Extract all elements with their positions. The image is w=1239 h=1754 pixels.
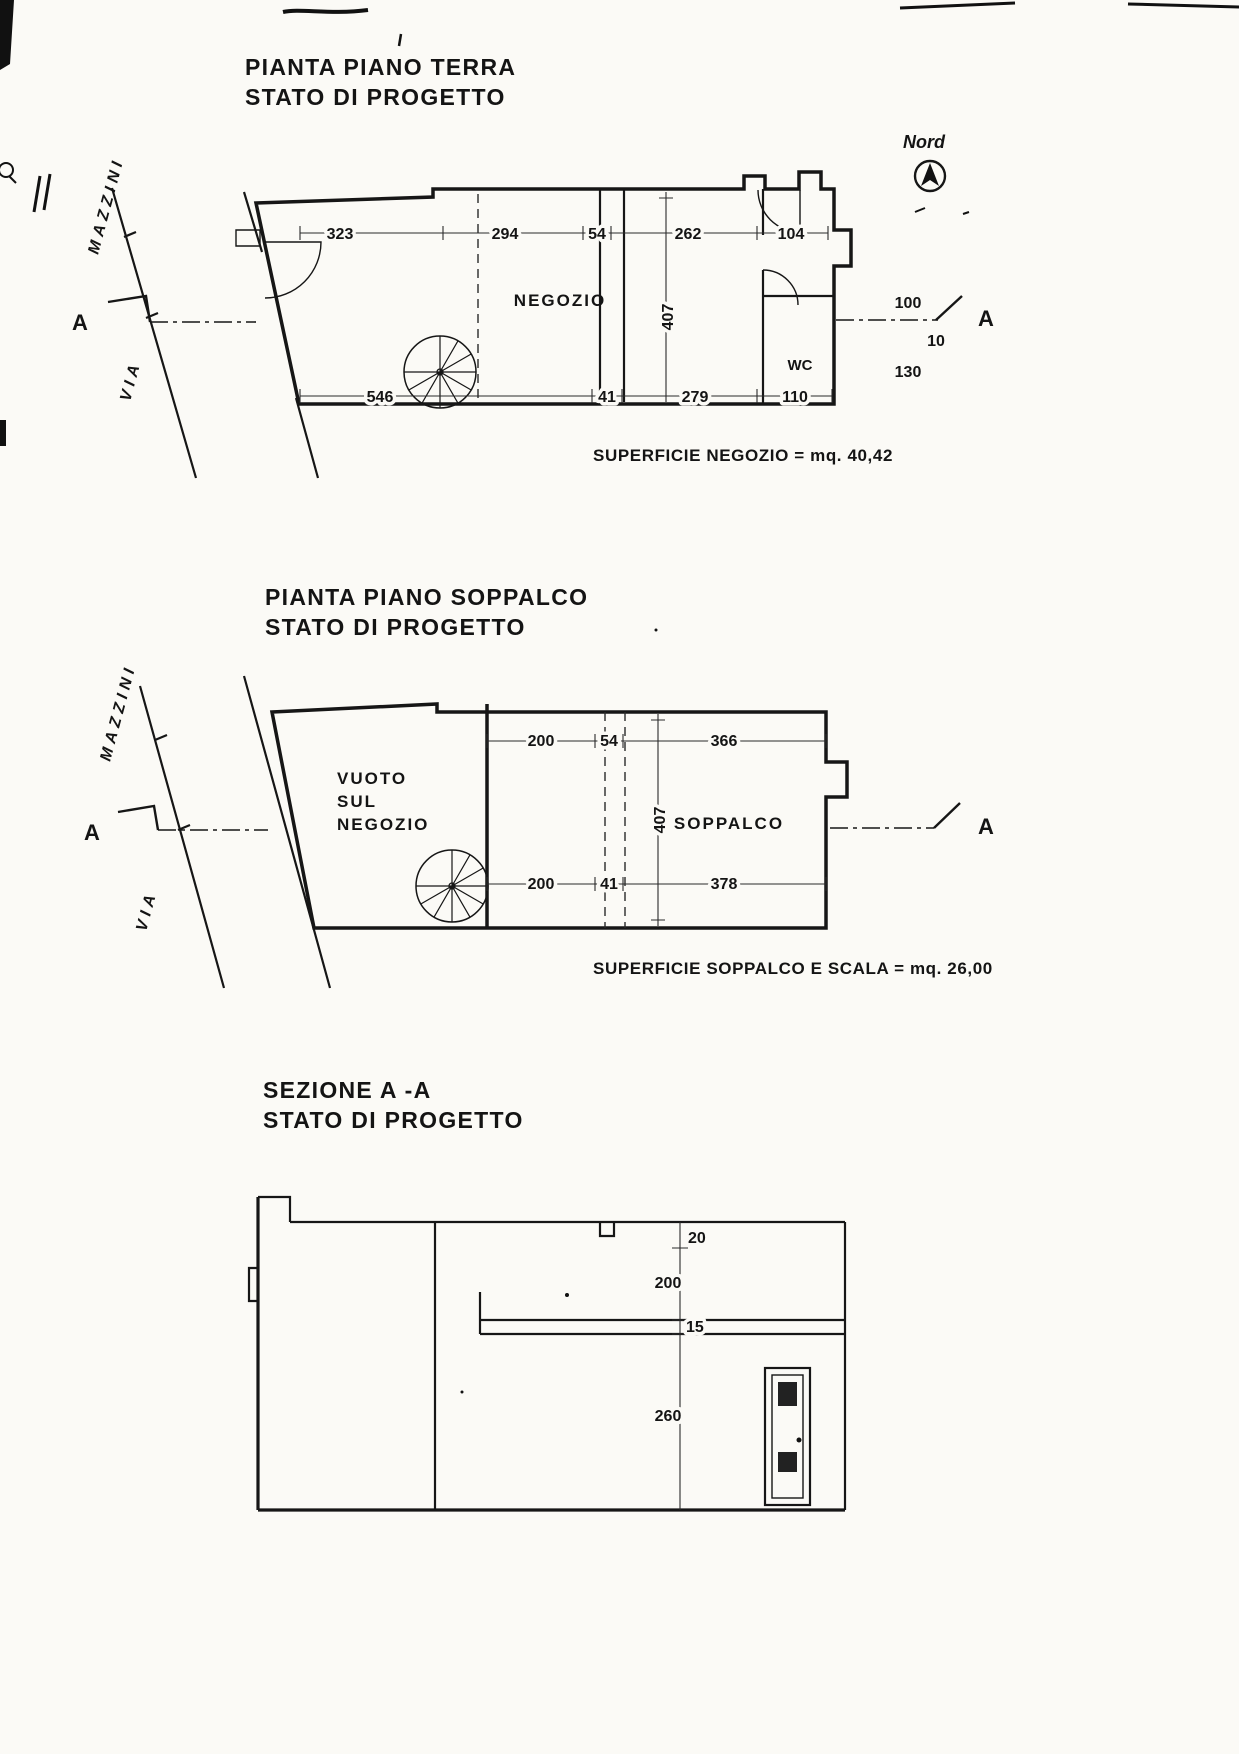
terra-section-line: A A [72, 294, 994, 335]
street-ticks [123, 230, 159, 320]
dim-label: 279 [682, 389, 709, 406]
scan-speck [32, 173, 52, 213]
street-via-label: VIA [117, 358, 144, 403]
dim-label: 100 [895, 295, 922, 312]
dim-label: 200 [655, 1275, 682, 1292]
soppalco-dimensions: 200 54 366 200 41 378 407 [524, 730, 741, 897]
sezione-dimension-lines [672, 1222, 688, 1510]
dim-label-height: 407 [660, 304, 677, 331]
scan-streak [899, 1, 1016, 10]
dim-label: 41 [598, 389, 616, 406]
street-lines [138, 675, 332, 989]
north-indicator: Nord [903, 132, 947, 193]
terra-dimensions: 323 294 54 262 104 546 41 279 110 407 10… [323, 223, 945, 410]
room-label-wc: WC [788, 357, 813, 374]
void-label-line1: VUOTO [337, 769, 407, 788]
soppalco-dimension-lines [486, 714, 827, 926]
soppalco-title-line1: PIANTA PIANO SOPPALCO [265, 584, 588, 610]
door-frame [763, 1366, 812, 1507]
dim-label: 546 [367, 389, 394, 406]
spiral-stair-icon [403, 335, 477, 409]
scan-speck [0, 162, 14, 178]
section-marker-left [117, 804, 160, 831]
sezione-structure [247, 1195, 847, 1510]
soppalco-section-line: A A [84, 802, 994, 845]
spiral-stair-icon [415, 849, 489, 923]
sezione-title-line2: STATO DI PROGETTO [263, 1107, 524, 1133]
scan-speck [397, 33, 403, 47]
dim-label: 110 [782, 389, 808, 406]
scan-artifacts [0, 0, 1239, 1394]
street-lines [110, 187, 320, 479]
plan-piano-terra: PIANTA PIANO TERRA STATO DI PROGETTO Nor… [72, 54, 994, 479]
scan-streak [282, 8, 369, 14]
street-ticks [154, 733, 191, 832]
dim-label: 41 [600, 876, 618, 893]
street-via-label: VIA [133, 888, 160, 933]
section-marker-left [107, 294, 152, 323]
section-a-left-label: A [84, 820, 100, 845]
sezione-a-a: SEZIONE A -A STATO DI PROGETTO 20 200 15… [247, 1077, 847, 1512]
dim-label: 200 [528, 733, 555, 750]
dim-label: 323 [327, 226, 354, 243]
section-a-right-label: A [978, 306, 994, 331]
section-a-left-label: A [72, 310, 88, 335]
street-name-label: MAZZINI [85, 155, 127, 256]
terra-outline [253, 170, 853, 406]
dim-label: 260 [655, 1408, 682, 1425]
door-panel [778, 1382, 797, 1406]
door-leaf [771, 1374, 804, 1499]
dim-label: 54 [600, 733, 618, 750]
room-label-soppalco: SOPPALCO [674, 814, 784, 833]
terra-dimension-lines [299, 192, 833, 403]
dim-label: 20 [688, 1230, 706, 1247]
soppalco-caption: SUPERFICIE SOPPALCO E SCALA = mq. 26,00 [593, 959, 993, 978]
scan-edge-mark [0, 0, 14, 70]
north-label: Nord [903, 132, 946, 152]
section-a-right-label: A [978, 814, 994, 839]
section-marker-right [935, 295, 963, 321]
sezione-title-line1: SEZIONE A -A [263, 1077, 432, 1103]
dim-label: 130 [895, 364, 922, 381]
sezione-door [763, 1366, 812, 1507]
dim-label: 54 [588, 226, 606, 243]
dim-label-height: 407 [652, 807, 669, 834]
terra-title-line1: PIANTA PIANO TERRA [245, 54, 516, 80]
scan-speck [8, 175, 17, 184]
plan-piano-soppalco: PIANTA PIANO SOPPALCO STATO DI PROGETTO … [84, 584, 994, 989]
terra-caption: SUPERFICIE NEGOZIO = mq. 40,42 [593, 446, 893, 465]
soppalco-room-labels: VUOTO SUL NEGOZIO SOPPALCO [337, 769, 784, 834]
dim-label: 366 [711, 733, 738, 750]
soppalco-title-line2: STATO DI PROGETTO [265, 614, 526, 640]
terra-title-line2: STATO DI PROGETTO [245, 84, 506, 110]
terra-doors [235, 189, 801, 306]
dim-label: 294 [492, 226, 519, 243]
dim-label: 10 [927, 333, 945, 350]
room-label-negozio: NEGOZIO [514, 291, 606, 310]
terra-interior-walls [598, 189, 834, 404]
north-arrow-icon [921, 163, 939, 186]
street-name-label: MAZZINI [97, 662, 139, 763]
door-knob-icon [796, 1437, 802, 1443]
dim-label: 104 [778, 226, 805, 243]
scan-speck [565, 1293, 569, 1297]
dim-label: 262 [675, 226, 702, 243]
dim-label: 378 [711, 876, 738, 893]
sezione-dimensions: 20 200 15 260 [651, 1230, 707, 1429]
section-marker-right [933, 802, 961, 829]
door-panel [778, 1452, 797, 1472]
soppalco-dashed-walls [604, 712, 626, 928]
scan-speck [0, 420, 6, 446]
scan-streak [1127, 2, 1239, 9]
scan-speck [914, 207, 970, 215]
north-compass-icon [913, 159, 947, 193]
void-label-line3: NEGOZIO [337, 815, 429, 834]
scan-speck [654, 628, 658, 632]
dim-label: 15 [686, 1319, 704, 1336]
void-label-line2: SUL [337, 792, 377, 811]
sezione-structure-heavy [256, 1197, 845, 1512]
dim-label: 200 [528, 876, 555, 893]
scan-speck [460, 1390, 464, 1394]
